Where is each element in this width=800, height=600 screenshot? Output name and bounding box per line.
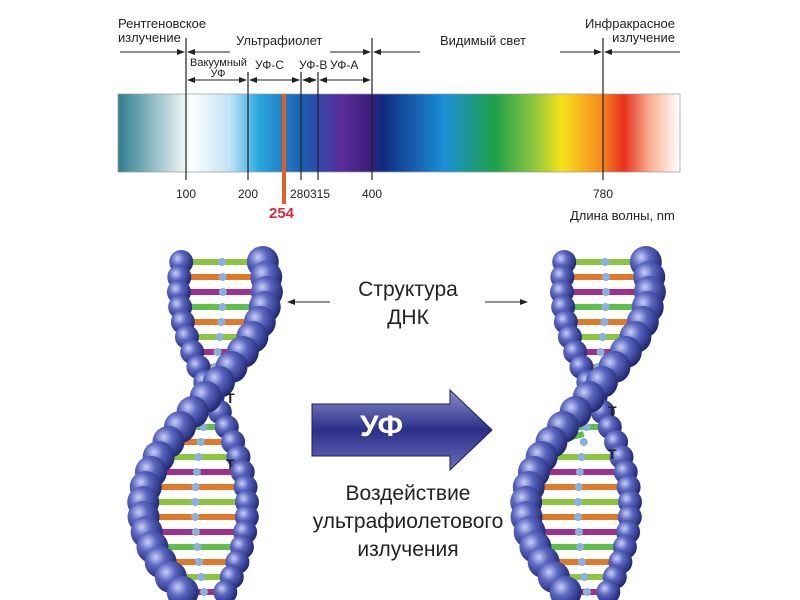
uvc-label: УФ-С bbox=[255, 58, 285, 72]
base-junction bbox=[600, 318, 609, 326]
base-junction bbox=[576, 543, 585, 551]
base-junction bbox=[191, 513, 200, 521]
backbone-ball bbox=[166, 576, 199, 600]
thymine-label-right-1: T bbox=[608, 403, 617, 419]
base-junction bbox=[575, 468, 584, 476]
base-junction bbox=[199, 588, 208, 596]
base-junction bbox=[197, 573, 206, 581]
backbone-ball bbox=[596, 580, 621, 600]
spectrum-bar bbox=[117, 93, 681, 173]
backbone-ball bbox=[213, 580, 238, 600]
base-junction bbox=[218, 258, 227, 266]
base-junction bbox=[574, 483, 583, 491]
base-junction bbox=[601, 288, 610, 296]
visible-label: Видимый свет bbox=[440, 33, 526, 48]
thymine-label-right-2: T bbox=[608, 446, 617, 462]
base-junction bbox=[213, 348, 222, 356]
base-junction bbox=[578, 558, 587, 566]
tick-200: 200 bbox=[238, 187, 259, 201]
uv-arrow-label: УФ bbox=[360, 410, 404, 443]
uv-arrow bbox=[311, 388, 493, 472]
base-junction bbox=[574, 513, 583, 521]
base-junction bbox=[601, 273, 610, 281]
base-junction bbox=[574, 528, 583, 536]
thymine-label-left-2: T bbox=[226, 456, 235, 472]
base-junction bbox=[596, 348, 605, 356]
base-junction bbox=[582, 588, 591, 596]
axis-label: Длина волны, nm bbox=[570, 208, 675, 223]
base-junction bbox=[191, 483, 200, 491]
backbone-ball bbox=[549, 576, 582, 600]
tick-100: 100 bbox=[176, 187, 197, 201]
base-junction bbox=[218, 288, 227, 296]
tick-400: 400 bbox=[362, 187, 383, 201]
tick-280: 280 bbox=[290, 187, 311, 201]
base-junction bbox=[191, 498, 200, 506]
base-junction bbox=[195, 558, 204, 566]
highlight-254-label: 254 bbox=[269, 205, 295, 222]
base-junction bbox=[601, 258, 610, 266]
base-junction bbox=[218, 273, 227, 281]
tick-315: 315 bbox=[310, 187, 331, 201]
tick-780: 780 bbox=[593, 187, 614, 201]
base-junction bbox=[601, 303, 610, 311]
base-junction bbox=[579, 438, 588, 446]
thymine-label-left-1: T bbox=[226, 390, 235, 406]
base-junction bbox=[194, 453, 203, 461]
base-junction bbox=[215, 333, 224, 341]
base-junction bbox=[196, 438, 205, 446]
base-junction bbox=[598, 333, 607, 341]
base-junction bbox=[218, 303, 227, 311]
base-junction bbox=[574, 498, 583, 506]
base-junction bbox=[580, 573, 589, 581]
base-junction bbox=[217, 318, 226, 326]
base-junction bbox=[191, 528, 200, 536]
base-junction bbox=[577, 453, 586, 461]
base-junction bbox=[192, 468, 201, 476]
uva-label: УФ-А bbox=[330, 58, 359, 72]
dna-helix-after bbox=[510, 246, 666, 600]
uvb-label: УФ-В bbox=[299, 58, 328, 72]
dna-helix-before bbox=[127, 246, 283, 600]
uv-label: Ультрафиолет bbox=[236, 33, 323, 48]
base-junction bbox=[193, 543, 202, 551]
